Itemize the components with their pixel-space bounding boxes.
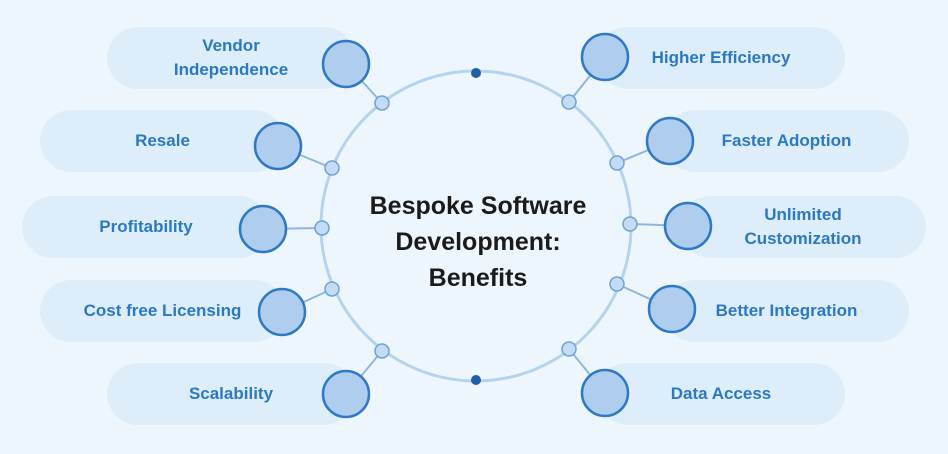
benefit-higher-efficiency: Higher Efficiency bbox=[597, 27, 845, 89]
title-line-1: Bespoke Software bbox=[369, 192, 587, 220]
connector-dot bbox=[622, 216, 638, 232]
benefit-node bbox=[663, 201, 713, 251]
benefit-profitability: Profitability bbox=[22, 196, 270, 258]
connector-dot bbox=[561, 94, 577, 110]
title-line-3: Benefits bbox=[428, 264, 528, 292]
benefit-node bbox=[321, 39, 371, 89]
connector-dot bbox=[324, 281, 340, 297]
title-line-2: Development: bbox=[395, 228, 561, 256]
connector-dot bbox=[609, 155, 625, 171]
benefit-node bbox=[238, 204, 288, 254]
benefit-label: Faster Adoption bbox=[721, 131, 852, 150]
benefit-label: Scalability bbox=[188, 384, 274, 403]
benefit-label: Data Access bbox=[670, 384, 772, 403]
benefit-node bbox=[647, 284, 697, 334]
ring-bottom-dot bbox=[471, 375, 481, 385]
benefit-node bbox=[257, 287, 307, 337]
benefit-label: Unlimited Customization bbox=[744, 205, 862, 248]
benefit-label: Resale bbox=[135, 131, 190, 150]
connector-dot bbox=[324, 160, 340, 176]
benefit-vendor-independence: Vendor Independence bbox=[107, 27, 355, 89]
benefit-cost-free-licensing: Cost free Licensing bbox=[40, 280, 285, 342]
benefit-label: Cost free Licensing bbox=[83, 301, 242, 320]
benefit-label: Better Integration bbox=[715, 301, 858, 320]
benefit-better-integration: Better Integration bbox=[664, 280, 909, 342]
connector-dot bbox=[374, 95, 390, 111]
connector-dot bbox=[374, 343, 390, 359]
benefit-faster-adoption: Faster Adoption bbox=[664, 110, 909, 172]
benefit-data-access: Data Access bbox=[597, 363, 845, 425]
connector-dot bbox=[314, 220, 330, 236]
diagram-title: Bespoke Software Development: Benefits bbox=[318, 188, 638, 296]
benefit-resale: Resale bbox=[40, 110, 285, 172]
benefit-node bbox=[580, 32, 630, 82]
benefit-node bbox=[580, 368, 630, 418]
benefit-node bbox=[321, 369, 371, 419]
benefit-label: Profitability bbox=[99, 217, 193, 236]
benefit-node bbox=[253, 121, 303, 171]
benefit-unlimited-customization: Unlimited Customization bbox=[680, 196, 926, 258]
benefit-label: Higher Efficiency bbox=[651, 48, 791, 67]
connector-dot bbox=[561, 341, 577, 357]
ring-top-dot bbox=[471, 68, 481, 78]
benefit-node bbox=[645, 116, 695, 166]
connector-dot bbox=[609, 276, 625, 292]
benefit-scalability: Scalability bbox=[107, 363, 355, 425]
benefit-label: Vendor Independence bbox=[173, 36, 289, 79]
